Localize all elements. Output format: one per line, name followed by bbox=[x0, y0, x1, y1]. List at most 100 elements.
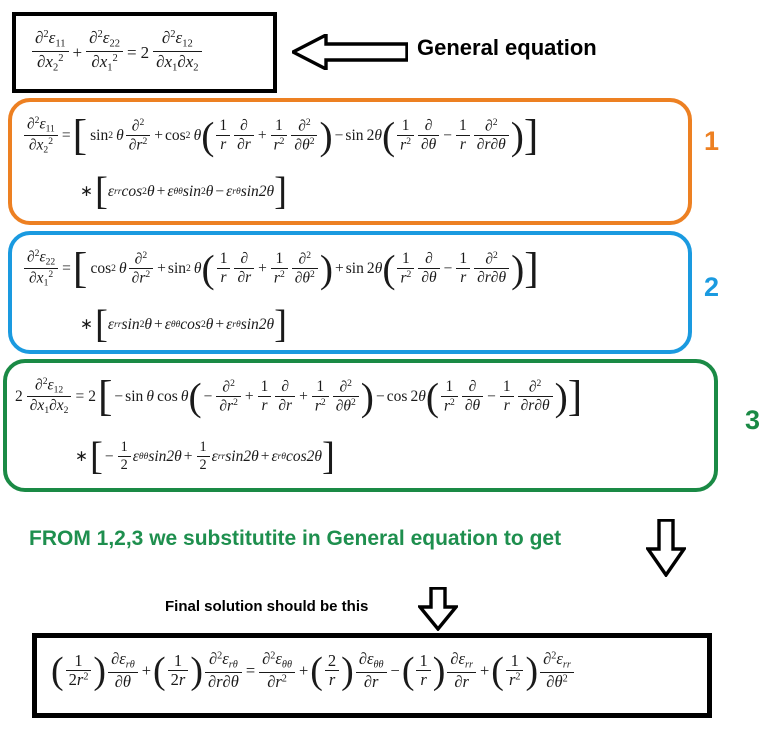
operator-d-dr: ∂∂r bbox=[232, 251, 256, 285]
term-d2epsrtheta-drdtheta: ∂2εrθ ∂r∂θ bbox=[203, 650, 244, 690]
operator-d2-dr2: ∂2 ∂r2 bbox=[127, 251, 156, 286]
bracket-close: ] bbox=[524, 244, 539, 292]
bracket-close: ] bbox=[567, 372, 583, 420]
operator-d-dr: ∂∂r bbox=[232, 118, 256, 152]
paren-close-e: ) bbox=[525, 650, 539, 693]
equation-number-2: 2 bbox=[704, 272, 720, 302]
paren-open-d: ( bbox=[401, 650, 415, 693]
operator-d2-drdtheta: ∂2 ∂r∂θ bbox=[516, 379, 555, 413]
paren-open-2: ( bbox=[425, 374, 439, 419]
term-d2e22-dx1sq: ∂2ε22 ∂x12 bbox=[84, 29, 125, 74]
paren-open-e: ( bbox=[491, 650, 504, 693]
operator-plus: + bbox=[72, 42, 83, 62]
equation-number-3: 3 bbox=[745, 405, 761, 435]
operator-d2-dr2: ∂2 ∂r2 bbox=[214, 379, 243, 414]
paren-close-a: ) bbox=[93, 650, 107, 693]
arrow-down-icon bbox=[416, 586, 460, 636]
paren-close-b: ) bbox=[190, 650, 203, 693]
operator-d-dtheta: ∂∂θ bbox=[416, 118, 441, 152]
bracket-close-strain: ] bbox=[274, 170, 288, 213]
bracket-close: ] bbox=[523, 111, 539, 159]
paren-open-c: ( bbox=[310, 650, 323, 693]
bracket-open: [ bbox=[72, 111, 88, 159]
operator-d2-dtheta2: ∂2 ∂θ2 bbox=[289, 118, 319, 153]
term-d2e11-dx2sq: ∂2ε11 ∂x22 bbox=[30, 29, 71, 74]
lhs-d2e22-dx1sq: ∂2ε22 ∂x12 bbox=[22, 248, 60, 288]
paren-close-1: ) bbox=[319, 113, 333, 158]
bracket-open: [ bbox=[72, 244, 88, 292]
paren-open-1: ( bbox=[201, 113, 215, 158]
paren-open-b: ( bbox=[153, 650, 166, 693]
operator-d2-drdtheta: ∂2 ∂r∂θ bbox=[472, 251, 511, 285]
coefficient-two: 2 bbox=[140, 42, 150, 62]
operator-d-dr: ∂∂r bbox=[273, 379, 297, 413]
paren-close-2: ) bbox=[510, 113, 524, 158]
paren-close-2: ) bbox=[511, 246, 525, 291]
operator-d-dtheta: ∂∂θ bbox=[416, 251, 441, 285]
operator-d2-dr2: ∂2 ∂r2 bbox=[124, 118, 153, 153]
operator-d2-dtheta2: ∂2 ∂θ2 bbox=[331, 379, 361, 414]
equation-number-1: 1 bbox=[704, 126, 720, 156]
term-depsthetatheta-dr: ∂εθθ ∂r bbox=[354, 650, 389, 690]
term-depsrtheta-dtheta: ∂εrθ ∂θ bbox=[106, 650, 140, 690]
paren-open-1: ( bbox=[188, 374, 202, 419]
lhs-coefficient-two: 2 bbox=[15, 388, 23, 406]
substitution-text: FROM 1,2,3 we substitutite in General eq… bbox=[29, 527, 562, 550]
arrow-left-icon bbox=[289, 32, 409, 75]
paren-open-2: ( bbox=[382, 246, 396, 291]
operator-equals: = bbox=[127, 42, 137, 62]
bracket-open: [ bbox=[97, 372, 113, 420]
term-d2epsthetatheta-dr2: ∂2εθθ ∂r2 bbox=[257, 650, 297, 690]
bracket-close-strain: ] bbox=[322, 435, 335, 478]
term-depsrr-dr: ∂εrr ∂r bbox=[445, 650, 478, 690]
term-d2epsrr-dtheta2: ∂2εrr ∂θ2 bbox=[538, 650, 576, 690]
lhs-d2e11-dx2sq: ∂2ε11 ∂x22 bbox=[22, 115, 60, 155]
bracket-open-strain: [ bbox=[90, 435, 103, 478]
operator-d2-drdtheta: ∂2 ∂r∂θ bbox=[472, 118, 511, 152]
paren-close-1: ) bbox=[360, 374, 374, 419]
operator-d-dtheta: ∂∂θ bbox=[460, 379, 485, 413]
rhs-coefficient-two: 2 bbox=[88, 388, 96, 406]
bracket-open-strain: [ bbox=[95, 303, 108, 346]
equation-3-line-1: 2 ∂2ε12 ∂x1∂x2 =2 [ − sin θ cos θ ( − ∂2… bbox=[15, 372, 583, 420]
bracket-open-strain: [ bbox=[95, 170, 108, 213]
paren-close-c: ) bbox=[341, 650, 354, 693]
bracket-close-strain: ] bbox=[274, 303, 288, 346]
general-equation-box: ∂2ε11 ∂x22 + ∂2ε22 ∂x12 = 2 ∂2ε12 ∂x1∂x2 bbox=[12, 12, 277, 93]
paren-open-2: ( bbox=[381, 113, 396, 158]
general-equation: ∂2ε11 ∂x22 + ∂2ε22 ∂x12 = 2 ∂2ε12 ∂x1∂x2 bbox=[30, 29, 204, 75]
paren-open-1: ( bbox=[201, 246, 215, 291]
paren-close-2: ) bbox=[554, 374, 568, 419]
lhs-d2e12-dx1dx2: ∂2ε12 ∂x1∂x2 bbox=[25, 377, 74, 416]
arrow-down-icon bbox=[644, 518, 688, 582]
term-d2e12-dx1dx2: ∂2ε12 ∂x1∂x2 bbox=[151, 29, 203, 74]
paren-open-a: ( bbox=[51, 650, 64, 693]
final-solution-caption: Final solution should be this bbox=[165, 598, 369, 615]
